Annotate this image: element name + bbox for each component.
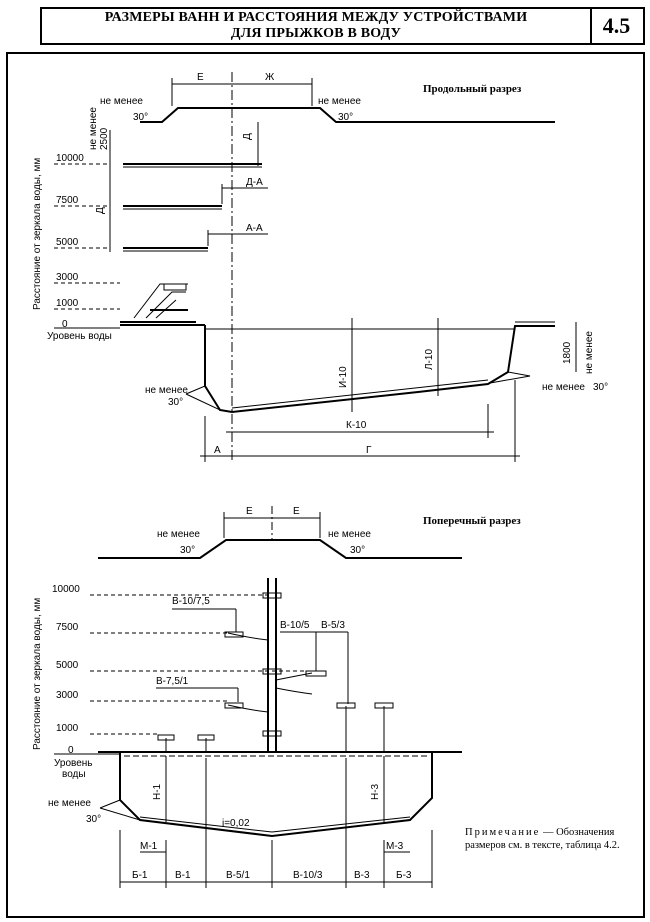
long-dim-e: Е <box>197 72 204 83</box>
long-min-clearance-1: не менее <box>88 107 99 150</box>
trans-level-3000: 3000 <box>56 690 79 701</box>
long-angle-bottom-left: 30° <box>168 397 183 408</box>
trans-platform-b5-3: В-5/3 <box>321 620 345 631</box>
trans-platform-b10-75: В-10/7,5 <box>172 596 210 607</box>
trans-min-bottom: не менее <box>48 798 91 809</box>
trans-level-0: 0 <box>68 745 74 756</box>
long-angle-bottom-right: 30° <box>593 382 608 393</box>
longitudinal-section: Продольный разрез Расстояние от зеркала … <box>32 72 608 462</box>
title-line-2: ДЛЯ ПРЫЖКОВ В ВОДУ <box>230 26 402 41</box>
trans-level-10000: 10000 <box>52 584 80 595</box>
trans-level-7500: 7500 <box>56 622 79 633</box>
long-level-0: 0 <box>62 319 68 330</box>
long-dim-a: А <box>214 445 221 456</box>
title-line-1: РАЗМЕРЫ ВАНН И РАССТОЯНИЯ МЕЖДУ УСТРОЙСТ… <box>104 10 528 25</box>
trans-tower <box>224 578 327 752</box>
long-dim-l10: Л-10 <box>424 349 435 370</box>
trans-min-left: не менее <box>157 529 200 540</box>
note-title: Примечание <box>465 827 541 838</box>
trans-zone-b3: Б-3 <box>396 870 412 881</box>
trans-y-axis-label: Расстояние от зеркала воды, мм <box>32 598 43 750</box>
long-dim-i10: И-10 <box>338 366 349 388</box>
trans-level-5000: 5000 <box>56 660 79 671</box>
trans-zone-v103: В-10/3 <box>293 870 323 881</box>
long-dim-g: Г <box>366 445 372 456</box>
trans-dim-m3: М-3 <box>386 841 404 852</box>
long-pool-profile <box>204 325 555 414</box>
trans-dim-e-left: Е <box>246 506 253 517</box>
trans-level-1000: 1000 <box>56 723 79 734</box>
trans-platform-b10-5: В-10/5 <box>280 620 310 631</box>
long-dim-d-left: Д <box>95 207 106 214</box>
long-ceiling <box>140 107 555 123</box>
long-min-clearance-2: 2500 <box>99 127 110 150</box>
longitudinal-title: Продольный разрез <box>423 83 522 95</box>
trans-angle-bottom: 30° <box>86 814 101 825</box>
trans-platform-b75-1: В-7,5/1 <box>156 676 189 687</box>
trans-zone-v1: В-1 <box>175 870 191 881</box>
trans-zone-v3: В-3 <box>354 870 370 881</box>
long-level-3000: 3000 <box>56 272 79 283</box>
trans-min-right: не менее <box>328 529 371 540</box>
trans-dim-m1: М-1 <box>140 841 158 852</box>
long-springboard-tower <box>120 283 196 323</box>
trans-ceiling <box>98 539 462 559</box>
long-min-1800: не менее <box>584 331 595 374</box>
trans-dim-e-right: Е <box>293 506 300 517</box>
transverse-title: Поперечный разрез <box>423 515 521 527</box>
long-level-10000: 10000 <box>56 153 84 164</box>
long-dim-aa: А-А <box>246 223 263 234</box>
sheet-header: РАЗМЕРЫ ВАНН И РАССТОЯНИЯ МЕЖДУ УСТРОЙСТ… <box>40 7 645 45</box>
trans-angle-right: 30° <box>350 545 365 556</box>
trans-zone-ticks <box>119 758 433 888</box>
trans-angle-left: 30° <box>180 545 195 556</box>
drawing-frame <box>6 52 645 918</box>
long-min-bottom-right: не менее <box>542 382 585 393</box>
long-min-right: не менее <box>318 96 361 107</box>
note-text: — Обозначения размеров см. в тексте, таб… <box>465 827 620 851</box>
long-water-level: Уровень воды <box>47 331 112 342</box>
long-angle-left: 30° <box>133 112 148 123</box>
long-dim-da: Д-А <box>246 177 263 188</box>
trans-zone-v51: В-5/1 <box>226 870 250 881</box>
trans-water-level-1: Уровень <box>54 758 93 769</box>
transverse-section: Поперечный разрез Расстояние от зеркала … <box>32 506 521 888</box>
trans-zone-b1: Б-1 <box>132 870 148 881</box>
note: Примечание — Обозначения размеров см. в … <box>465 826 625 852</box>
long-level-7500: 7500 <box>56 195 79 206</box>
long-angle-right: 30° <box>338 112 353 123</box>
long-level-5000: 5000 <box>56 237 79 248</box>
long-level-lines <box>54 163 120 310</box>
long-dim-d-top: Д <box>242 133 253 140</box>
long-min-bottom-left: не менее <box>145 385 188 396</box>
long-dim-k10: К-10 <box>346 420 367 431</box>
trans-slope: i=0,02 <box>222 818 250 829</box>
long-dim-zh: Ж <box>265 72 275 83</box>
trans-depth-n3: Н-3 <box>370 783 381 800</box>
trans-springboards <box>157 702 394 752</box>
long-min-left: не менее <box>100 96 143 107</box>
sheet-title: РАЗМЕРЫ ВАНН И РАССТОЯНИЯ МЕЖДУ УСТРОЙСТ… <box>42 9 592 43</box>
section-number: 4.5 <box>602 13 631 38</box>
trans-water-level-2: воды <box>62 769 86 780</box>
long-level-1000: 1000 <box>56 298 79 309</box>
long-dim-1800: 1800 <box>562 341 573 364</box>
trans-pool-profile <box>98 751 462 838</box>
trans-depth-n1: Н-1 <box>152 783 163 800</box>
long-y-axis-label: Расстояние от зеркала воды, мм <box>32 158 43 310</box>
trans-level-lines <box>90 594 315 735</box>
